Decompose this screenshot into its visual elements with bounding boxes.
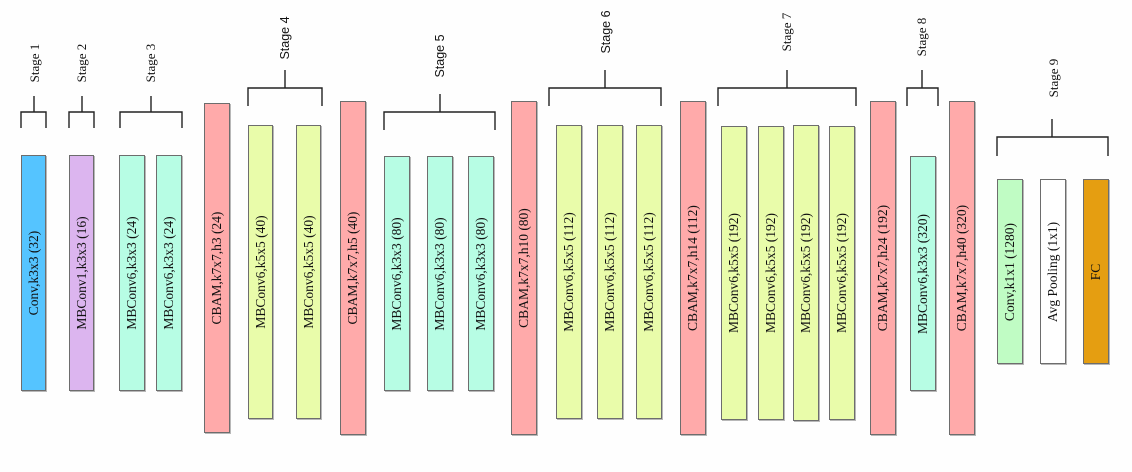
mbconv6-block: MBConv6,k5x5 (112)	[556, 125, 582, 419]
cbam-block: CBAM,k7x7,h3 (24)	[204, 103, 230, 433]
cbam-block: CBAM,k7x7,h14 (112)	[680, 101, 706, 435]
block-label: MBConv6,k5x5 (112)	[561, 212, 576, 332]
stage-8-bracket	[906, 70, 939, 106]
block-label: FC	[1088, 263, 1103, 280]
block-label: MBConv6,k3x3 (320)	[915, 213, 930, 334]
conv-k1x1-block: Conv,k1x1 (1280)	[997, 179, 1023, 364]
block-label: MBConv6,k5x5 (192)	[726, 212, 741, 334]
block-label: MBConv1,k3x3 (16)	[73, 216, 89, 330]
block-label: MBConv6,k3x3 (24)	[124, 216, 139, 330]
mbconv6-block: MBConv6,k5x5 (192)	[758, 126, 784, 420]
stage-6-label: Stage 6	[599, 10, 613, 54]
mbconv6-block: MBConv6,k5x5 (40)	[296, 125, 321, 419]
block-label: MBConv6,k3x3 (80)	[389, 216, 404, 331]
block-label: MBConv6,k5x5 (112)	[641, 212, 656, 332]
avg-pooling-block: Avg Pooling (1x1)	[1040, 179, 1066, 364]
stage-2-label: Stage 2	[74, 43, 89, 83]
mbconv6-block: MBConv6,k3x3 (24)	[156, 155, 182, 391]
fc-block: FC	[1083, 179, 1109, 364]
stage-1-bracket	[20, 96, 47, 128]
stage-9-bracket	[996, 119, 1109, 156]
block-label: CBAM,k7x7,h3 (24)	[209, 211, 224, 325]
mbconv6-block: MBConv6,k5x5 (192)	[721, 126, 747, 420]
block-label: MBConv6,k5x5 (112)	[602, 212, 617, 332]
stage-4-label: Stage 4	[278, 16, 292, 60]
block-label: MBConv6,k5x5 (40)	[300, 215, 316, 329]
cbam-block: CBAM,k7x7,h5 (40)	[340, 101, 366, 435]
stage-9-label: Stage 9	[1046, 58, 1061, 98]
mbconv1-block: MBConv1,k3x3 (16)	[69, 155, 94, 391]
block-label: CBAM,k7x7,h5 (40)	[345, 211, 360, 325]
stage-5-bracket	[383, 94, 496, 130]
block-label: MBConv6,k5x5 (192)	[834, 212, 849, 334]
stage-6-bracket	[548, 70, 662, 106]
block-label: MBConv6,k3x3 (80)	[432, 216, 447, 331]
block-label: CBAM,k7x7,h40 (320)	[954, 204, 969, 332]
block-label: MBConv6,k5x5 (192)	[763, 212, 778, 334]
block-label: Conv,k1x1 (1280)	[1002, 222, 1017, 321]
cbam-block: CBAM,k7x7,h10 (80)	[511, 101, 537, 435]
block-label: CBAM,k7x7,h14 (112)	[685, 205, 700, 331]
mbconv6-block: MBConv6,k3x3 (24)	[119, 155, 145, 391]
block-label: Avg Pooling (1x1)	[1045, 221, 1060, 322]
block-label: CBAM,k7x7,h10 (80)	[516, 208, 531, 328]
stage-3-bracket	[119, 96, 183, 128]
stage-8-label: Stage 8	[914, 17, 929, 57]
block-label: MBConv6,k3x3 (80)	[473, 216, 488, 331]
mbconv6-block: MBConv6,k5x5 (192)	[829, 126, 855, 420]
cbam-block: CBAM,k7x7,h24 (192)	[870, 101, 896, 435]
block-label: Conv,k3x3 (32)	[25, 230, 41, 316]
mbconv6-block: MBConv6,k3x3 (80)	[384, 156, 410, 391]
block-label: MBConv6,k3x3 (24)	[161, 216, 176, 330]
mbconv6-block: MBConv6,k3x3 (320)	[910, 156, 936, 391]
stage-4-bracket	[247, 70, 323, 106]
mbconv6-block: MBConv6,k5x5 (192)	[793, 125, 819, 421]
cbam-block: CBAM,k7x7,h40 (320)	[949, 101, 975, 435]
block-label: MBConv6,k5x5 (40)	[252, 215, 268, 329]
stage-3-label: Stage 3	[143, 43, 158, 83]
block-label: CBAM,k7x7,h24 (192)	[875, 204, 890, 332]
mbconv6-block: MBConv6,k5x5 (40)	[248, 125, 273, 419]
stage-7-bracket	[717, 70, 857, 106]
stage-1-label: Stage 1	[27, 43, 42, 83]
mbconv6-block: MBConv6,k3x3 (80)	[427, 156, 453, 391]
mbconv6-block: MBConv6,k5x5 (112)	[636, 125, 662, 419]
conv-k3x3-block: Conv,k3x3 (32)	[21, 155, 46, 391]
stage-7-label: Stage 7	[779, 12, 794, 52]
stage-5-label: Stage 5	[433, 34, 447, 78]
block-label: MBConv6,k5x5 (192)	[798, 212, 813, 334]
stage-2-bracket	[68, 96, 95, 128]
mbconv6-block: MBConv6,k3x3 (80)	[468, 156, 494, 391]
mbconv6-block: MBConv6,k5x5 (112)	[597, 125, 623, 419]
